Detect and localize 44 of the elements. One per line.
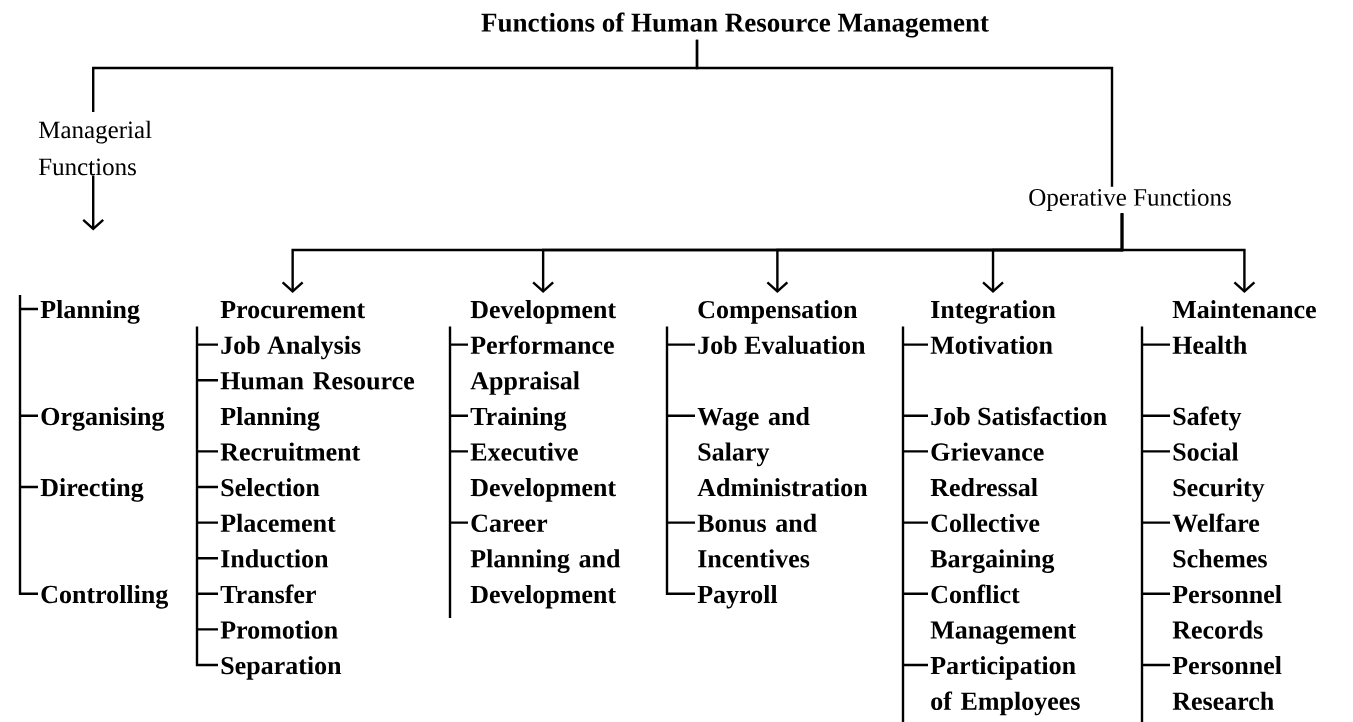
list-heading: Development [470,300,616,324]
list-item: Placement [220,513,336,532]
list-item: Health [1172,335,1247,354]
list-item: Directing [40,478,144,502]
list-item: Collective Bargaining [930,513,1055,574]
list-item: Wage and Salary Administration [697,406,868,497]
list-item: Social Security [1173,442,1265,502]
heading: Operative Functions [1029,189,1231,211]
list-item: Performance Appraisal [470,335,614,395]
list-heading: Maintenance [1172,300,1316,319]
list-item: Bonus and Incentives [697,513,817,568]
list-item: Planning [40,300,140,324]
list-item: Controlling [41,584,169,609]
list-item: Safety [1173,406,1242,431]
list-item: Job Evaluation [698,335,866,355]
list-item: Training [470,406,567,431]
list-item: Job Analysis [221,335,361,360]
list-item: Motivation [930,335,1053,354]
arrow [82,175,104,231]
list-item: Executive Development [470,442,616,502]
list-heading: Integration [931,300,1056,324]
list-item: Induction [221,549,329,568]
list-item: Organising [41,406,165,431]
list-item: Selection [221,478,320,497]
list-item: Career Planning and Development [470,514,621,609]
list-item: Personnel Research [1172,656,1282,710]
list-item: Human Resource Planning [220,372,415,431]
list-item: Personnel Records [1172,584,1282,639]
list-item: Promotion [220,620,338,639]
arrow [1120,213,1256,293]
list-item: Job Satisfaction [931,406,1107,426]
list-item: Payroll [697,584,778,609]
list-item: Welfare Schemes [1172,513,1267,568]
list-item: Participation of Employees [930,656,1080,716]
list-item: Transfer [220,584,316,604]
list-heading: Compensation [698,300,858,324]
heading: Managerial Functions [38,120,152,176]
list-item: Separation [221,656,342,680]
list-item: Conflict Management [930,584,1076,645]
title: Functions of Human Resource Management [481,12,989,38]
list-item: Recruitment [220,442,361,461]
list-item: Grievance Redressal [930,442,1044,497]
connector-line [695,39,1114,187]
list-heading: Procurement [220,301,365,319]
